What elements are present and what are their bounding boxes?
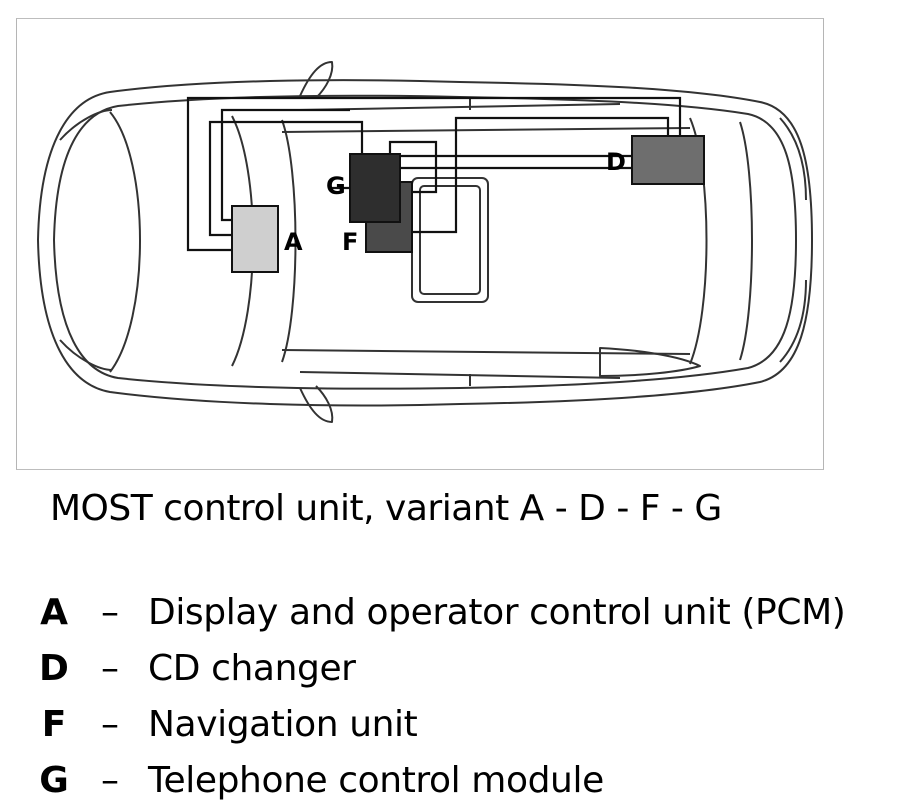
- legend-dash: –: [101, 759, 119, 801]
- legend-item: D – CD changer: [36, 640, 845, 696]
- legend: A – Display and operator control unit (P…: [36, 584, 846, 808]
- car-wiring-diagram: A F G D: [37, 61, 813, 423]
- component-a-label: A: [284, 228, 303, 256]
- legend-item: F – Navigation unit: [36, 696, 845, 752]
- legend-dash: –: [101, 703, 119, 745]
- legend-description: Telephone control module: [148, 759, 604, 801]
- car-outline: [37, 61, 813, 423]
- component-g-box: [349, 153, 401, 223]
- component-f-label: F: [342, 228, 358, 256]
- legend-item: G – Telephone control module: [36, 752, 845, 808]
- legend-description: CD changer: [148, 647, 356, 689]
- diagram-caption: MOST control unit, variant A - D - F - G: [50, 488, 722, 529]
- legend-key: G: [39, 759, 69, 801]
- diagram-frame: [16, 18, 824, 470]
- legend-dash: –: [101, 647, 119, 689]
- component-d-box: [631, 135, 705, 185]
- most-ring-wiring: [186, 96, 682, 252]
- legend-key: A: [40, 591, 68, 633]
- component-d-label: D: [606, 148, 626, 176]
- legend-description: Navigation unit: [148, 703, 418, 745]
- legend-dash: –: [101, 591, 119, 633]
- legend-description: Display and operator control unit (PCM): [148, 591, 846, 633]
- component-g-label: G: [326, 172, 346, 200]
- legend-key: F: [41, 703, 67, 745]
- legend-key: D: [39, 647, 69, 689]
- legend-item: A – Display and operator control unit (P…: [36, 584, 846, 640]
- component-a-box: [231, 205, 279, 273]
